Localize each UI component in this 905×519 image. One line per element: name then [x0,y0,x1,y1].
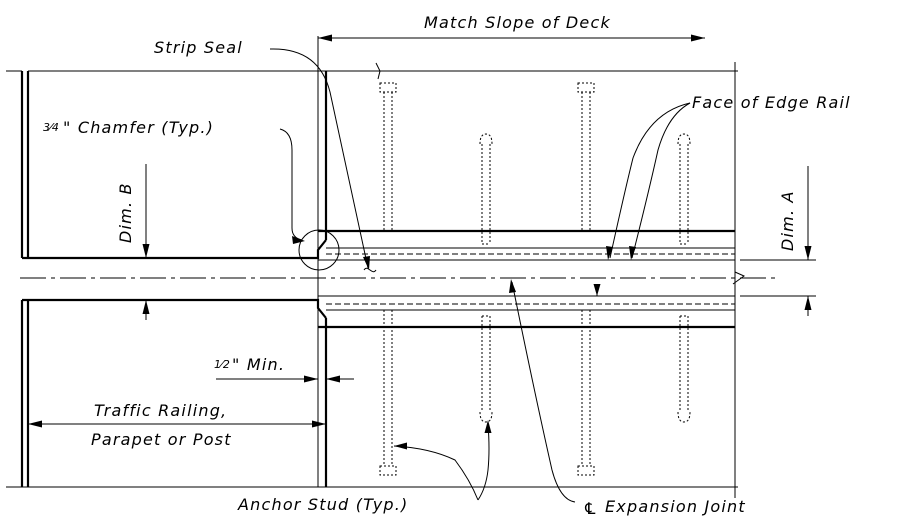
half-inch-text: " Min. [232,355,285,374]
traffic-railing-label-line2: Parapet or Post [91,430,232,449]
anchor-stud-short-2 [677,133,691,245]
chamfer-detail-circle [298,229,340,271]
expansion-joint-label: ℄ Expansion Joint [583,497,746,518]
leader-anchor-stud [393,420,492,501]
traffic-railing-label-line1: Traffic Railing, [94,401,227,420]
anchor-stud-short-3 [479,315,493,423]
match-slope-dimension [318,34,705,42]
traffic-railing-dimension [28,420,326,428]
centerline-symbol: ℄ [583,499,599,518]
upper-railing-block [6,62,738,260]
deck-limits [317,36,736,498]
chamfer-label: 3⁄4 " Chamfer (Typ.) [43,118,214,137]
chamfer-fraction: 3⁄4 [43,121,59,134]
dim-a-dimension [740,166,816,316]
upper-edge-rail [318,229,735,261]
dim-b-label: Dim. B [116,182,135,243]
match-slope-label: Match Slope of Deck [424,13,611,32]
lower-railing-block [6,298,738,488]
anchor-stud-tall-2 [577,82,595,231]
half-inch-min-label: 1⁄2 " Min. [214,355,285,374]
dim-a-label: Dim. A [778,190,797,251]
leader-face-of-edge-rail [606,102,691,260]
expansion-joint-text: Expansion Joint [605,497,746,516]
anchor-stud-tall-3 [379,310,397,476]
lower-edge-rail [318,295,735,329]
strip-seal-symbol [363,267,377,273]
anchor-stud-tall-4 [577,310,595,476]
anchor-stud-short-4 [677,315,691,423]
anchor-stud-label: Anchor Stud (Typ.) [237,495,408,514]
chamfer-text: " Chamfer (Typ.) [63,118,214,137]
dim-b-dimension [142,164,150,320]
half-inch-min-dimension [216,375,354,383]
break-mark-right [732,271,745,285]
leader-chamfer [279,128,305,244]
half-inch-fraction: 1⁄2 [214,358,230,371]
strip-seal-label: Strip Seal [154,38,243,57]
anchor-stud-short-1 [479,133,493,245]
leader-strip-seal [269,48,370,270]
face-of-edge-rail-label: Face of Edge Rail [692,93,851,112]
leader-centerline [509,279,601,503]
anchor-stud-tall-1 [379,82,397,231]
